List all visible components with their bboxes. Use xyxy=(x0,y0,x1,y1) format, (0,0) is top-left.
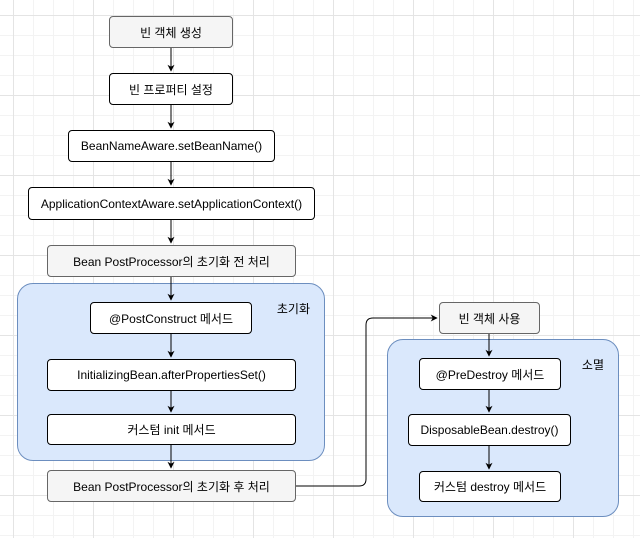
edge-postprocess-use xyxy=(296,314,438,487)
node-set-properties[interactable]: 빈 프로퍼티 설정 xyxy=(109,73,233,105)
node-after-properties-set[interactable]: InitializingBean.afterPropertiesSet() xyxy=(47,359,296,391)
node-bean-name-aware[interactable]: BeanNameAware.setBeanName() xyxy=(68,130,275,162)
node-app-context-aware[interactable]: ApplicationContextAware.setApplicationCo… xyxy=(28,187,315,220)
node-use-bean[interactable]: 빈 객체 사용 xyxy=(439,302,540,334)
destroy-group-label: 소멸 xyxy=(581,358,604,372)
node-disposable-destroy[interactable]: DisposableBean.destroy() xyxy=(408,414,571,446)
node-custom-destroy[interactable]: 커스텀 destroy 메서드 xyxy=(419,471,561,502)
node-pre-init-processing[interactable]: Bean PostProcessor의 초기화 전 처리 xyxy=(47,245,296,277)
node-create-bean[interactable]: 빈 객체 생성 xyxy=(109,16,233,48)
node-pre-destroy[interactable]: @PreDestroy 메서드 xyxy=(419,358,561,390)
node-post-construct[interactable]: @PostConstruct 메서드 xyxy=(90,302,252,334)
init-group-label: 초기화 xyxy=(276,302,310,316)
node-custom-init[interactable]: 커스텀 init 메서드 xyxy=(47,414,296,445)
node-post-init-processing[interactable]: Bean PostProcessor의 초기화 후 처리 xyxy=(47,470,296,502)
